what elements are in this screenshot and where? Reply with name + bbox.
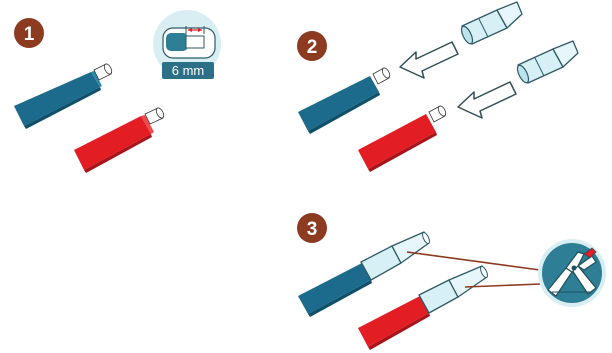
- step-2-badge: 2: [297, 31, 327, 61]
- callout-line-bottom: [464, 283, 541, 288]
- strip-length-icon: 6 mm: [153, 10, 221, 79]
- step-2: 2: [297, 1, 579, 172]
- insert-arrow-top: [399, 41, 459, 79]
- step-1-badge: 1: [14, 18, 44, 48]
- blue-wire-stripped: [14, 63, 113, 129]
- crimping-tool-icon: [538, 239, 606, 307]
- insert-arrow-bottom: [457, 81, 517, 119]
- step-3: 3: [297, 213, 606, 350]
- strip-length-label: 6 mm: [172, 63, 205, 78]
- wire-ferrule-top: [460, 1, 523, 45]
- step-3-badge: 3: [297, 213, 327, 243]
- blue-wire: [298, 67, 391, 134]
- red-wire-stripped: [74, 107, 165, 173]
- wire-ferrule-bottom: [516, 40, 579, 84]
- red-wire: [358, 105, 447, 172]
- red-wire-with-ferrule: [358, 265, 488, 350]
- step-1-number: 1: [24, 24, 35, 45]
- callout-line-top: [406, 251, 541, 271]
- step-3-number: 3: [307, 219, 318, 240]
- step-1: 1 6 mm: [14, 10, 221, 173]
- blue-wire-with-ferrule: [298, 231, 430, 317]
- step-2-number: 2: [307, 37, 318, 58]
